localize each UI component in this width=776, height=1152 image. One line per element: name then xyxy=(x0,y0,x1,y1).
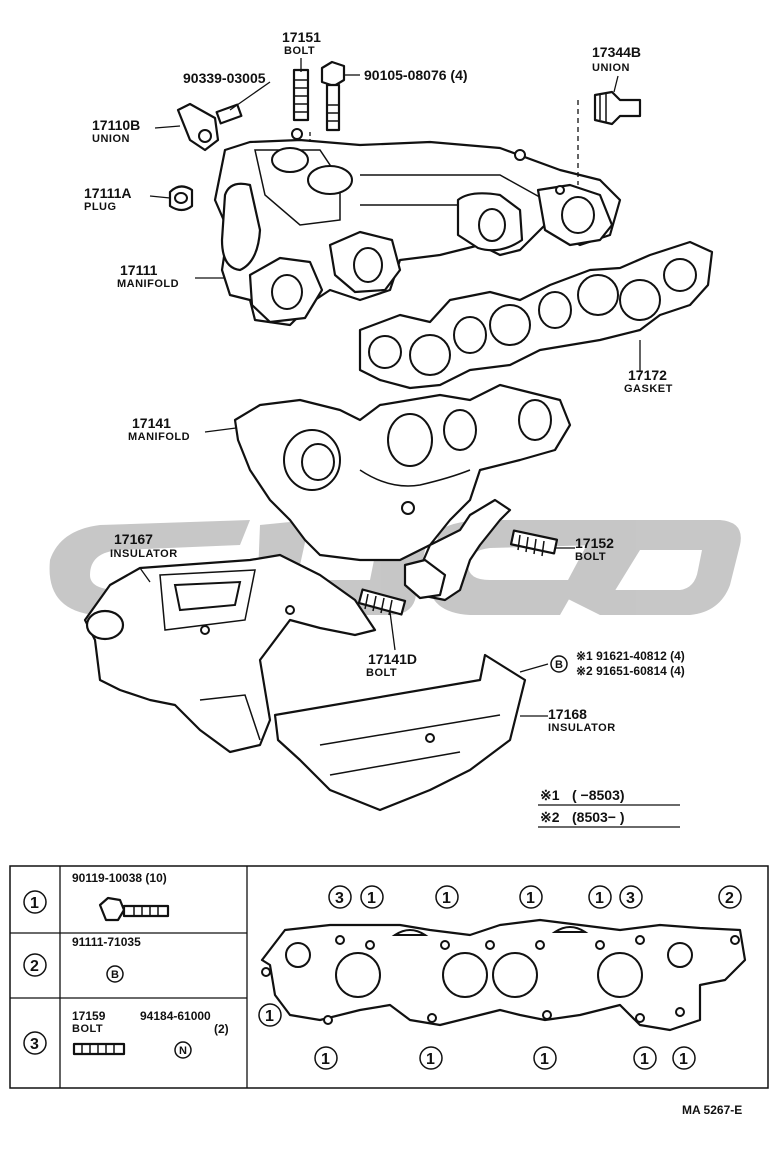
label-17111-name: MANIFOLD xyxy=(117,278,179,290)
date-note-2-text: (8503− ) xyxy=(572,809,625,825)
date-note-2-mark: ※2 xyxy=(540,809,560,825)
label-17344b-number: 17344B xyxy=(592,44,641,60)
gasket-markers-left: 1 xyxy=(258,1003,282,1027)
row3-part-no: 17159 xyxy=(72,1009,106,1023)
legend-table: 1 90119-10038 (10) 2 91111-71035 B 3 171… xyxy=(9,865,769,1089)
gasket-markers-bottom: 1 1 1 1 1 xyxy=(314,1046,696,1070)
label-17152-name: BOLT xyxy=(575,551,606,563)
marker-top-1: 3 xyxy=(335,890,344,907)
row3-stud-bolt-drawing xyxy=(72,1042,126,1056)
row1-flange-bolt-drawing xyxy=(98,896,170,922)
row3-index-circle xyxy=(23,1031,47,1055)
bolt-17151-drawing xyxy=(292,68,310,122)
bolt-17141d-drawing xyxy=(357,588,407,616)
marker-bottom-5: 1 xyxy=(679,1051,688,1068)
row2-symbol: B xyxy=(111,969,119,981)
marker-top-3: 1 xyxy=(442,890,451,907)
marker-bottom-3: 1 xyxy=(540,1051,549,1068)
leader-lines xyxy=(139,58,641,717)
label-17168-number: 17168 xyxy=(548,706,587,722)
nut-callout-line1: ※1 91621-40812 (4) xyxy=(576,649,685,663)
date-note-1-text: ( −8503) xyxy=(572,787,625,803)
row3-symbol-circle xyxy=(174,1041,192,1059)
marker-top-2: 1 xyxy=(367,890,376,907)
label-17167-name: INSULATOR xyxy=(110,548,178,560)
bolt-90105-drawing xyxy=(320,60,346,132)
nut-callout-line2: ※2 91651-60814 (4) xyxy=(576,664,685,678)
label-90105-number: 90105-08076 (4) xyxy=(364,67,468,83)
nut-b-symbol-letter: B xyxy=(555,659,563,671)
label-17151-name: BOLT xyxy=(284,45,315,57)
bolt-17152-drawing xyxy=(509,529,559,557)
row1-index-circle xyxy=(23,890,47,914)
row3-part-no-2: 94184-61000 xyxy=(140,1009,211,1023)
plug-17111a-drawing xyxy=(168,185,194,212)
row1-index: 1 xyxy=(30,895,39,912)
nut-b-symbol xyxy=(550,655,568,673)
row1-part-no: 90119-10038 (10) xyxy=(72,871,167,885)
label-17167-number: 17167 xyxy=(114,531,153,547)
label-17172-number: 17172 xyxy=(628,367,667,383)
gasket-markers-top: 3 1 1 1 1 3 2 xyxy=(328,885,742,909)
label-17111-number: 17111 xyxy=(120,262,158,278)
intake-manifold-17111 xyxy=(213,128,622,327)
label-17111a-name: PLUG xyxy=(84,201,117,213)
marker-top-7: 2 xyxy=(725,890,734,907)
row3-name: BOLT xyxy=(72,1023,103,1035)
label-17151-number: 17151 xyxy=(282,29,321,45)
row2-index: 2 xyxy=(30,958,39,975)
marker-top-6: 3 xyxy=(626,890,635,907)
marker-bottom-2: 1 xyxy=(426,1051,435,1068)
row2-part-no: 91111-71035 xyxy=(72,935,141,949)
union-17344b-drawing xyxy=(593,90,642,126)
row3-symbol: N xyxy=(179,1045,187,1057)
marker-bottom-4: 1 xyxy=(640,1051,649,1068)
row2-symbol-circle xyxy=(106,965,124,983)
row3-qty-2: (2) xyxy=(214,1022,229,1036)
row2-index-circle xyxy=(23,953,47,977)
gasket-plan-view xyxy=(260,918,747,1032)
label-17172-name: GASKET xyxy=(624,383,673,395)
insulator-17167-drawing xyxy=(83,553,377,754)
figure-code: MA 5267-E xyxy=(682,1103,742,1117)
label-17141-number: 17141 xyxy=(132,415,171,431)
marker-left-1: 1 xyxy=(265,1008,274,1025)
label-17141d-number: 17141D xyxy=(368,651,417,667)
date-note-1-mark: ※1 xyxy=(540,787,560,803)
marker-top-5: 1 xyxy=(595,890,604,907)
label-17110b-number: 17110B xyxy=(92,117,140,133)
label-17110b-name: UNION xyxy=(92,133,130,145)
label-17344b-name: UNION xyxy=(592,62,630,74)
label-17111a-number: 17111A xyxy=(84,185,132,201)
exhaust-manifold-17141-drawing xyxy=(233,383,572,602)
insulator-17168-drawing xyxy=(273,653,527,812)
label-17141d-name: BOLT xyxy=(366,667,397,679)
marker-bottom-1: 1 xyxy=(321,1051,330,1068)
label-17152-number: 17152 xyxy=(575,535,614,551)
label-17141-name: MANIFOLD xyxy=(128,431,190,443)
marker-top-4: 1 xyxy=(526,890,535,907)
gasket-17172-drawing xyxy=(358,240,714,390)
union-17110b-drawing xyxy=(176,102,243,152)
row3-index: 3 xyxy=(30,1036,39,1053)
label-17168-name: INSULATOR xyxy=(548,722,616,734)
label-90339-number: 90339-03005 xyxy=(183,70,266,86)
